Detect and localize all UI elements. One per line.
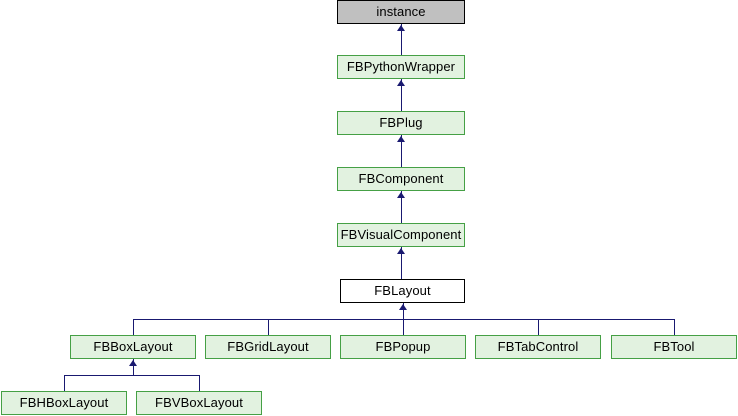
edge-fbvboxlayout-to-fbboxlayout bbox=[199, 375, 200, 391]
arrowhead-into-instance bbox=[397, 25, 405, 31]
class-node-fbcomponent[interactable]: FBComponent bbox=[337, 167, 465, 191]
class-node-fbvisualcomponent[interactable]: FBVisualComponent bbox=[337, 223, 465, 247]
edge-stem-fbboxlayout bbox=[133, 359, 134, 375]
arrowhead-into-fbplug bbox=[397, 136, 405, 142]
class-node-instance[interactable]: instance bbox=[337, 0, 465, 24]
edge-fbcomponent-to-fbplug bbox=[401, 135, 402, 167]
arrowhead-into-fbvisualcomponent bbox=[397, 248, 405, 254]
arrowhead-into-fbpythonwrapper bbox=[397, 80, 405, 86]
arrowhead-into-fbboxlayout bbox=[129, 360, 137, 366]
edge-fbplug-to-fbpythonwrapper bbox=[401, 79, 402, 111]
class-node-fblayout[interactable]: FBLayout bbox=[340, 279, 465, 303]
class-node-fbpythonwrapper[interactable]: FBPythonWrapper bbox=[337, 55, 465, 79]
class-node-fbpopup[interactable]: FBPopup bbox=[340, 335, 466, 359]
class-node-fbhboxlayout[interactable]: FBHBoxLayout bbox=[1, 391, 127, 415]
arrowhead-into-fblayout bbox=[399, 304, 407, 310]
class-node-fbplug[interactable]: FBPlug bbox=[337, 111, 465, 135]
edge-fbgridlayout-to-fblayout bbox=[268, 319, 269, 335]
edge-bus-fbboxlayout bbox=[64, 375, 199, 376]
class-node-fbvboxlayout[interactable]: FBVBoxLayout bbox=[136, 391, 262, 415]
edge-fbtool-to-fblayout bbox=[674, 319, 675, 335]
edge-fbtabcontrol-to-fblayout bbox=[538, 319, 539, 335]
class-node-fbboxlayout[interactable]: FBBoxLayout bbox=[70, 335, 196, 359]
arrowhead-into-fbcomponent bbox=[397, 192, 405, 198]
edge-fbvisualcomponent-to-fbcomponent bbox=[401, 191, 402, 223]
class-node-fbtabcontrol[interactable]: FBTabControl bbox=[475, 335, 601, 359]
edge-fbpythonwrapper-to-instance bbox=[401, 24, 402, 55]
class-node-fbtool[interactable]: FBTool bbox=[611, 335, 737, 359]
edge-fbhboxlayout-to-fbboxlayout bbox=[64, 375, 65, 391]
edge-fbpopup-to-fblayout bbox=[403, 319, 404, 335]
edge-stem-fblayout bbox=[403, 303, 404, 319]
edge-fblayout-to-fbvisualcomponent bbox=[401, 247, 402, 279]
class-node-fbgridlayout[interactable]: FBGridLayout bbox=[205, 335, 331, 359]
edge-fbboxlayout-to-fblayout bbox=[133, 319, 134, 335]
